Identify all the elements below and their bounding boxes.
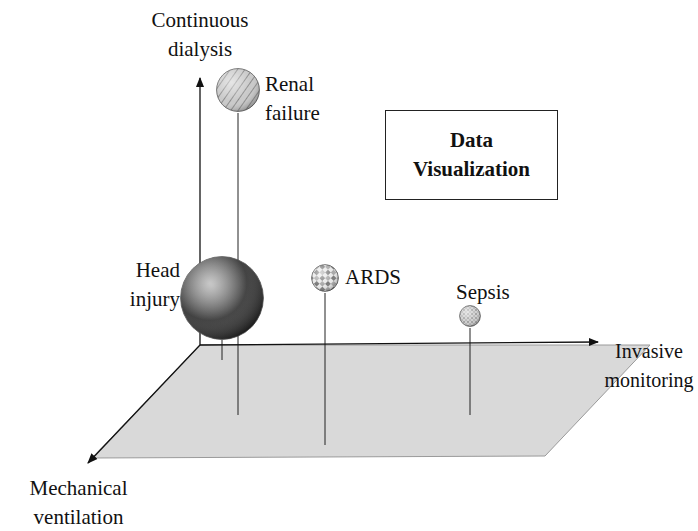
head-injury-sphere: Head injury bbox=[180, 256, 264, 340]
renal-failure-sphere: Renal failure bbox=[216, 68, 260, 112]
title-box: Data Visualization bbox=[385, 110, 558, 200]
sphere-label: Renal failure bbox=[265, 70, 345, 128]
axis-label: Invasive monitoring bbox=[602, 337, 696, 395]
sphere-label: Sepsis bbox=[456, 278, 526, 307]
sphere-label: ARDS bbox=[345, 263, 415, 292]
sphere-shape bbox=[180, 256, 264, 340]
sphere-shape bbox=[311, 264, 339, 292]
ards-sphere: ARDS bbox=[311, 264, 339, 292]
sepsis-sphere: Sepsis bbox=[459, 305, 481, 327]
title-text: Data Visualization bbox=[400, 126, 543, 184]
axis-label: Continuous dialysis bbox=[125, 6, 275, 64]
sphere-shape bbox=[216, 68, 260, 112]
sphere-label: Head injury bbox=[102, 256, 180, 314]
sphere-shape bbox=[459, 305, 481, 327]
axis-label: Mechanical ventilation bbox=[6, 474, 151, 531]
